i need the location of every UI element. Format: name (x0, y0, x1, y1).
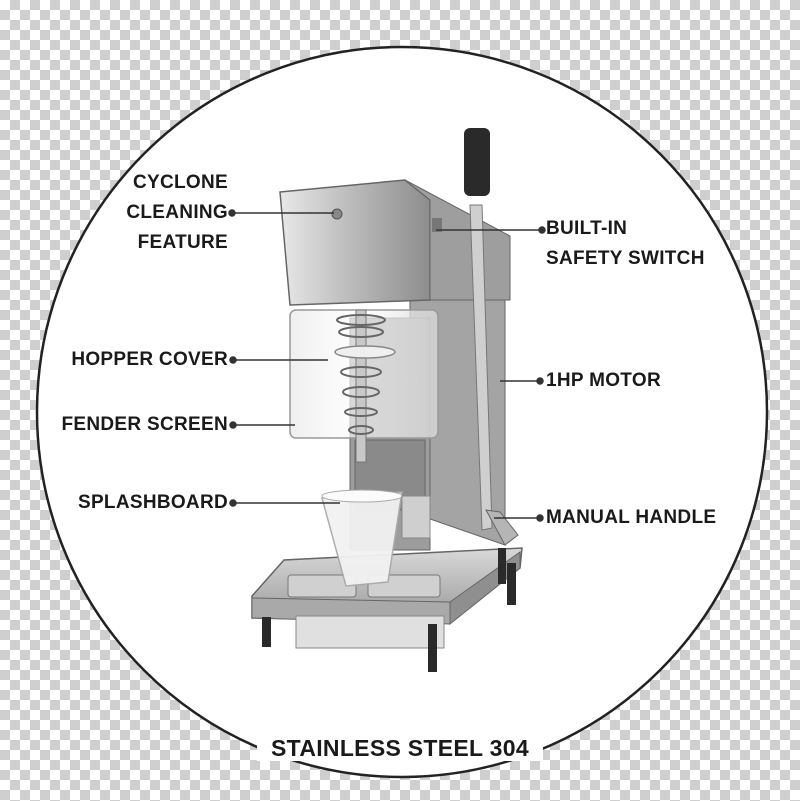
callout-cyclone-line1: CYCLONE (133, 172, 228, 193)
machine-illustration (251, 128, 523, 672)
callout-safety-line2: SAFETY SWITCH (546, 248, 705, 269)
material-title: STAINLESS STEEL 304 (0, 735, 800, 762)
leader-lines (228, 209, 546, 522)
callout-fender-screen: FENDER SCREEN (61, 414, 228, 435)
callout-cyclone-cleaning: CYCLONE CLEANING FEATURE (126, 168, 228, 258)
callout-manual-handle: MANUAL HANDLE (546, 507, 717, 528)
callout-safety-line1: BUILT-IN (546, 218, 628, 239)
callout-motor: 1HP MOTOR (546, 370, 661, 391)
callout-hopper-cover: HOPPER COVER (71, 349, 228, 370)
material-title-text: STAINLESS STEEL 304 (257, 735, 543, 761)
callout-cyclone-line2: CLEANING (126, 202, 228, 223)
callout-safety-switch: BUILT-IN SAFETY SWITCH (546, 214, 705, 274)
callout-cyclone-line3: FEATURE (137, 232, 228, 253)
callout-splashboard: SPLASHBOARD (77, 492, 228, 513)
